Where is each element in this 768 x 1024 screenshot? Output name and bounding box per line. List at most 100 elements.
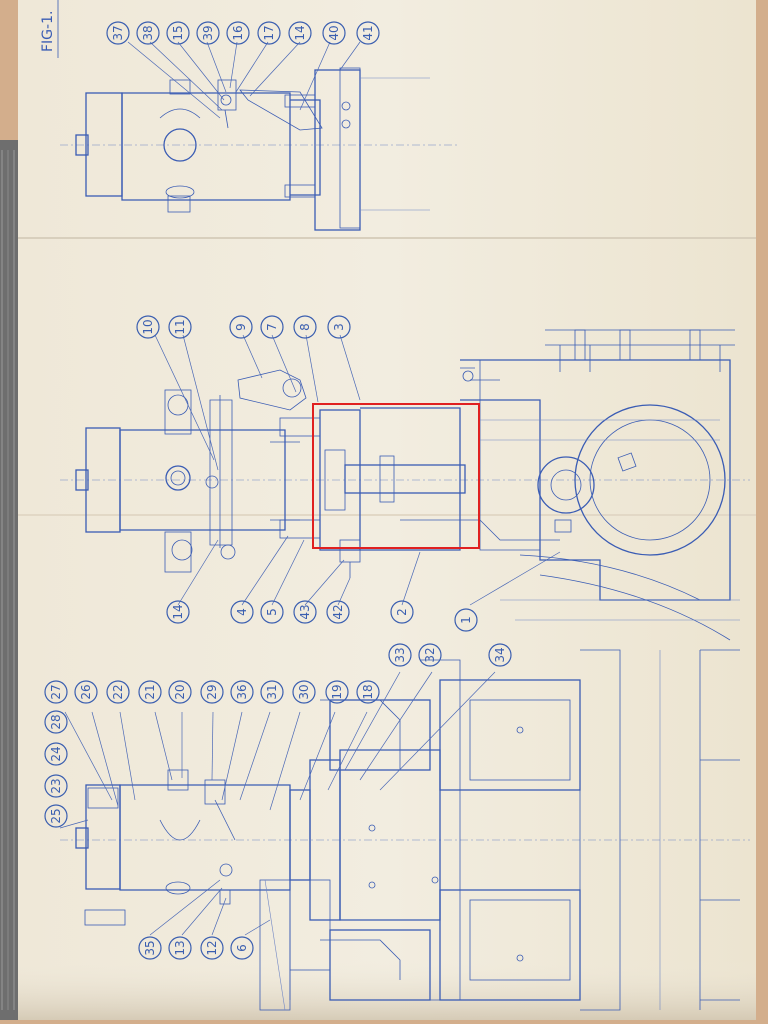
callout-22: 22 <box>106 680 130 704</box>
callout-12: 12 <box>200 936 224 960</box>
callout-4: 4 <box>230 600 254 624</box>
svg-text:43: 43 <box>298 604 312 619</box>
svg-text:1: 1 <box>459 616 473 624</box>
svg-text:16: 16 <box>231 25 245 40</box>
svg-text:29: 29 <box>205 684 219 699</box>
svg-text:27: 27 <box>49 684 63 699</box>
callout-26: 26 <box>74 680 98 704</box>
svg-text:26: 26 <box>79 684 93 699</box>
callout-43: 43 <box>293 600 317 624</box>
paper <box>18 0 756 1020</box>
svg-text:20: 20 <box>173 684 187 699</box>
callout-3: 3 <box>327 315 351 339</box>
svg-text:13: 13 <box>173 940 187 955</box>
bottom-view-callouts: 27 26 22 21 20 29 36 31 30 19 18 <box>44 643 512 960</box>
top-view-drawing <box>60 67 460 231</box>
svg-text:33: 33 <box>393 647 407 662</box>
svg-text:3: 3 <box>332 323 346 331</box>
highlight-box <box>312 403 480 549</box>
callout-14-mid: 14 <box>166 600 190 624</box>
callout-27: 27 <box>44 680 68 704</box>
callout-35: 35 <box>138 936 162 960</box>
callout-17: 17 <box>257 21 281 45</box>
svg-text:5: 5 <box>265 608 279 616</box>
svg-text:23: 23 <box>49 778 63 793</box>
callout-5: 5 <box>260 600 284 624</box>
callout-21: 21 <box>138 680 162 704</box>
callout-41: 41 <box>356 21 380 45</box>
callout-18: 18 <box>356 680 380 704</box>
binding-strip <box>0 140 20 1020</box>
svg-text:38: 38 <box>141 25 155 40</box>
callout-15: 15 <box>166 21 190 45</box>
callout-6: 6 <box>230 936 254 960</box>
callout-37: 37 <box>106 21 130 45</box>
callout-9: 9 <box>229 315 253 339</box>
svg-text:2: 2 <box>395 608 409 616</box>
svg-text:6: 6 <box>235 944 249 952</box>
svg-text:39: 39 <box>201 25 215 40</box>
callout-1: 1 <box>454 608 478 632</box>
callout-29: 29 <box>200 680 224 704</box>
svg-text:35: 35 <box>143 940 157 955</box>
callout-24: 24 <box>44 742 68 766</box>
callout-16: 16 <box>226 21 250 45</box>
svg-text:22: 22 <box>111 684 125 699</box>
callout-32: 32 <box>418 643 442 667</box>
top-view-leaders <box>127 41 361 119</box>
middle-view-drawing <box>60 329 750 641</box>
svg-text:17: 17 <box>262 25 276 40</box>
callout-2: 2 <box>390 600 414 624</box>
callout-36: 36 <box>230 680 254 704</box>
svg-text:4: 4 <box>235 608 249 616</box>
callout-39: 39 <box>196 21 220 45</box>
svg-text:8: 8 <box>298 323 312 331</box>
svg-text:14: 14 <box>171 604 185 619</box>
figure-label-text: FIG-1. <box>40 11 56 52</box>
svg-text:14: 14 <box>293 25 307 40</box>
callout-19: 19 <box>325 680 349 704</box>
svg-text:15: 15 <box>171 25 185 40</box>
svg-text:28: 28 <box>49 714 63 729</box>
callout-13: 13 <box>168 936 192 960</box>
svg-text:19: 19 <box>330 684 344 699</box>
svg-text:18: 18 <box>361 684 375 699</box>
svg-text:21: 21 <box>143 684 157 699</box>
page-shadow <box>18 960 756 1020</box>
callout-31: 31 <box>260 680 284 704</box>
callout-40: 40 <box>322 21 346 45</box>
svg-text:7: 7 <box>265 323 279 331</box>
svg-text:42: 42 <box>331 604 345 619</box>
svg-text:36: 36 <box>235 684 249 699</box>
bottom-view-leaders <box>59 671 496 936</box>
svg-text:32: 32 <box>423 647 437 662</box>
middle-view-leaders <box>154 334 561 606</box>
callout-23: 23 <box>44 774 68 798</box>
callout-7: 7 <box>260 315 284 339</box>
callout-38: 38 <box>136 21 160 45</box>
svg-text:24: 24 <box>49 746 63 761</box>
top-view-callouts: 37 38 15 39 16 17 14 40 41 <box>106 21 380 45</box>
svg-text:9: 9 <box>234 323 248 331</box>
callout-14: 14 <box>288 21 312 45</box>
callout-42: 42 <box>326 600 350 624</box>
svg-text:25: 25 <box>49 808 63 823</box>
callout-8: 8 <box>293 315 317 339</box>
figure-label: FIG-1. <box>40 11 56 52</box>
svg-text:11: 11 <box>173 319 187 334</box>
binding-stripes <box>1 150 15 1010</box>
svg-text:40: 40 <box>327 25 341 40</box>
callout-30: 30 <box>292 680 316 704</box>
svg-text:30: 30 <box>297 684 311 699</box>
svg-text:31: 31 <box>265 684 279 699</box>
svg-text:34: 34 <box>493 647 507 662</box>
svg-text:12: 12 <box>205 940 219 955</box>
callout-28: 28 <box>44 710 68 734</box>
callout-20: 20 <box>168 680 192 704</box>
middle-view-callouts: 10 11 9 7 8 3 14 4 5 43 42 <box>136 315 478 632</box>
callout-10: 10 <box>136 315 160 339</box>
callout-25: 25 <box>44 804 68 828</box>
callout-34: 34 <box>488 643 512 667</box>
svg-text:10: 10 <box>141 319 155 334</box>
